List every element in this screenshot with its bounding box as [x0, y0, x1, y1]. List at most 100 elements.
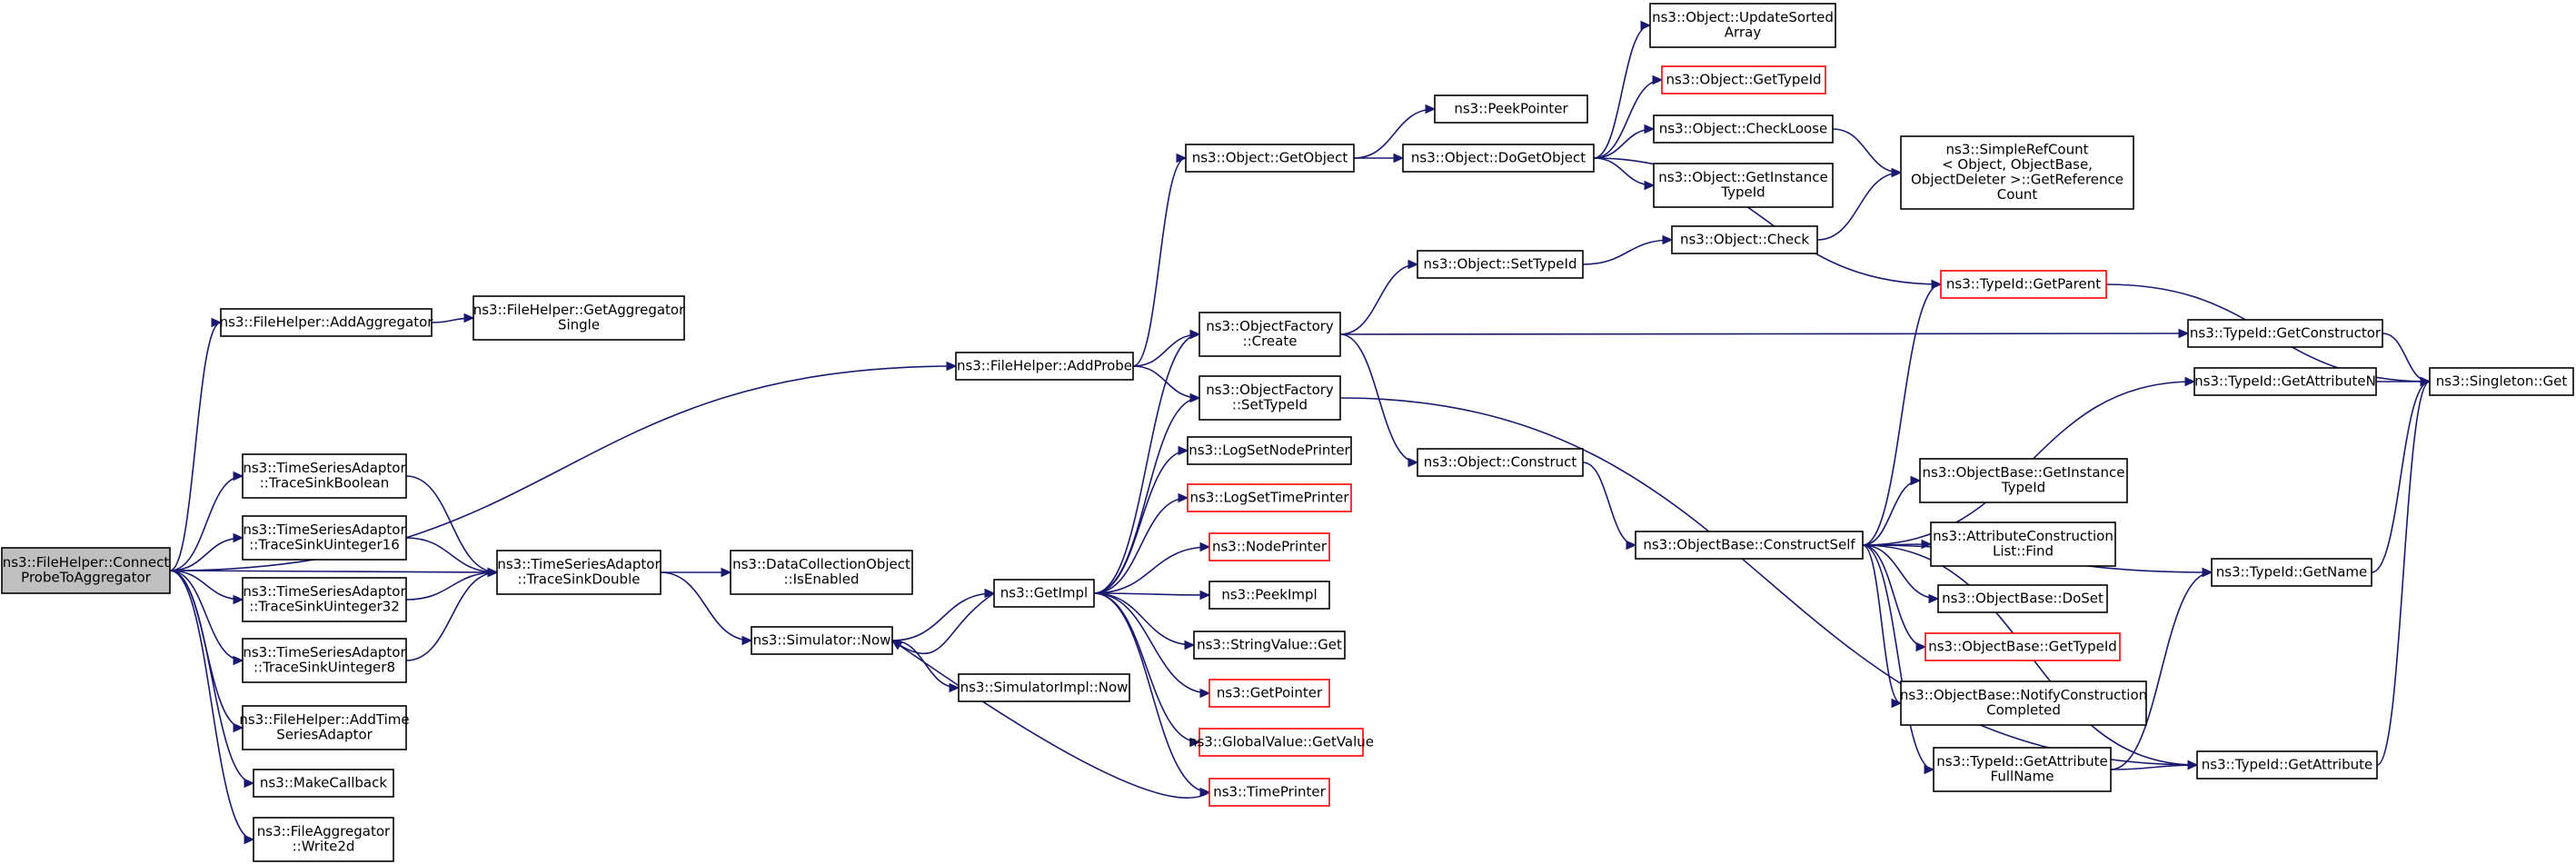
node-box	[1671, 225, 1818, 254]
node-label: ns3::MakeCallback	[260, 774, 387, 790]
node-objectbase-doset[interactable]: ns3::ObjectBase::DoSet	[1937, 584, 2108, 613]
node-datacollectionobject-isenabled[interactable]: ns3::DataCollectionObject::IsEnabled	[730, 550, 913, 595]
node-box	[1919, 458, 2128, 503]
arrowhead-icon	[487, 567, 499, 578]
edge-n0-n30	[169, 570, 498, 573]
arrowhead-icon	[1199, 590, 1211, 601]
node-filehelper-addaggregator[interactable]: ns3::FileHelper::AddAggregator	[220, 308, 434, 337]
node-makecallback[interactable]: ns3::MakeCallback	[253, 769, 394, 798]
node-label: ns3::Object::Check	[1680, 231, 1809, 247]
node-box	[1417, 250, 1584, 279]
node-simplerefcount-object-objectbase-objectdeleter-getreferencecount[interactable]: ns3::SimpleRefCount< Object, ObjectBase,…	[1900, 135, 2134, 210]
node-objectbase-constructself[interactable]: ns3::ObjectBase::ConstructSelf	[1635, 531, 1864, 560]
node-label: ns3::SimulatorImpl::Now	[960, 679, 1129, 695]
arrowhead-icon	[1931, 279, 1943, 290]
node-object-gettypeid[interactable]: ns3::Object::GetTypeId	[1661, 65, 1826, 94]
arrowhead-icon	[2178, 328, 2190, 339]
arrowhead-icon	[1662, 234, 1674, 245]
node-box	[1187, 436, 1352, 465]
node-object-checkloose[interactable]: ns3::Object::CheckLoose	[1653, 114, 1834, 144]
node-label: List::Find	[1993, 543, 2054, 560]
arrowhead-icon	[463, 313, 475, 323]
edge-n0-n49	[169, 570, 254, 840]
edge-n32-n20	[1093, 450, 1189, 594]
arrowhead-icon	[233, 722, 244, 733]
node-logsettimeprinter[interactable]: ns3::LogSetTimePrinter	[1187, 483, 1352, 512]
arrowhead-icon	[1652, 74, 1664, 85]
node-label: ns3::AttributeConstruction	[1933, 528, 2114, 544]
node-typeid-getattribute[interactable]: ns3::TypeId::GetAttribute	[2196, 750, 2378, 780]
node-box	[1930, 521, 2116, 567]
node-box	[1937, 584, 2108, 613]
node-object-dogetobject[interactable]: ns3::Object::DoGetObject	[1402, 144, 1595, 173]
node-label: ns3::Object::Construct	[1424, 453, 1577, 470]
node-label: ns3::Object::DoGetObject	[1411, 149, 1586, 165]
node-label: ns3::StringValue::Get	[1197, 636, 1342, 652]
node-label: ns3::SimpleRefCount	[1946, 142, 2089, 158]
edge-n12-n11	[1816, 172, 1902, 241]
node-logsetnodeprinter[interactable]: ns3::LogSetNodePrinter	[1187, 436, 1352, 465]
node-timeseriesadaptor-tracesinkboolean[interactable]: ns3::TimeSeriesAdaptor::TraceSinkBoolean	[242, 453, 407, 499]
node-stringvalue-get[interactable]: ns3::StringValue::Get	[1193, 631, 1346, 660]
node-objectbase-notifyconstructioncompleted[interactable]: ns3::ObjectBase::NotifyConstructionCompl…	[1900, 680, 2147, 726]
node-layer: ns3::FileHelper::ConnectProbeToAggregato…	[1, 3, 2574, 862]
node-label: Array	[1725, 25, 1762, 41]
node-label: ::TraceSinkDouble	[518, 571, 641, 588]
node-timeseriesadaptor-tracesinkuinteger16[interactable]: ns3::TimeSeriesAdaptor::TraceSinkUintege…	[242, 515, 407, 561]
node-filehelper-addprobe[interactable]: ns3::FileHelper::AddProbe	[955, 352, 1134, 381]
node-box	[2211, 558, 2372, 587]
node-objectbase-gettypeid[interactable]: ns3::ObjectBase::GetTypeId	[1925, 632, 2121, 661]
arrowhead-icon	[1915, 641, 1927, 652]
node-object-check[interactable]: ns3::Object::Check	[1671, 225, 1818, 254]
node-objectfactory-create[interactable]: ns3::ObjectFactory::Create	[1198, 312, 1341, 357]
node-box	[1402, 144, 1595, 173]
node-peekpointer[interactable]: ns3::PeekPointer	[1434, 94, 1588, 124]
node-getimpl[interactable]: ns3::GetImpl	[993, 579, 1095, 608]
node-object-construct[interactable]: ns3::Object::Construct	[1417, 448, 1584, 477]
node-typeid-getattributen[interactable]: ns3::TypeId::GetAttributeN	[2193, 367, 2377, 396]
node-globalvalue-getvalue[interactable]: ns3::GlobalValue::GetValue	[1189, 728, 1374, 757]
node-typeid-getconstructor[interactable]: ns3::TypeId::GetConstructor	[2187, 319, 2383, 348]
node-label: ns3::PeekImpl	[1221, 586, 1317, 602]
node-object-getobject[interactable]: ns3::Object::GetObject	[1185, 144, 1355, 173]
node-label: ns3::GetImpl	[1000, 584, 1088, 601]
node-timeprinter[interactable]: ns3::TimePrinter	[1208, 778, 1330, 807]
node-objectfactory-settypeid[interactable]: ns3::ObjectFactory::SetTypeId	[1198, 375, 1341, 421]
arrowhead-icon	[1640, 20, 1652, 31]
node-singleton-get[interactable]: ns3::Singleton::Get	[2429, 367, 2574, 396]
node-typeid-getparent[interactable]: ns3::TypeId::GetParent	[1940, 270, 2107, 299]
node-label: ns3::ObjectFactory	[1206, 382, 1334, 398]
node-label: ns3::PeekPointer	[1454, 100, 1568, 116]
node-simulatorimpl-now[interactable]: ns3::SimulatorImpl::Now	[958, 673, 1130, 702]
arrowhead-icon	[1199, 688, 1211, 699]
node-label: FullName	[1991, 769, 2054, 785]
node-box	[472, 295, 685, 341]
node-nodeprinter[interactable]: ns3::NodePrinter	[1208, 532, 1330, 561]
edge-n0-n29	[169, 537, 244, 571]
node-typeid-getname[interactable]: ns3::TypeId::GetName	[2211, 558, 2372, 587]
node-fileaggregator-write2d[interactable]: ns3::FileAggregator::Write2d	[253, 817, 394, 862]
node-simulator-now[interactable]: ns3::Simulator::Now	[751, 626, 893, 655]
node-peekimpl[interactable]: ns3::PeekImpl	[1208, 581, 1330, 610]
edge-n26-n34	[1862, 544, 1939, 600]
node-box	[1208, 679, 1330, 708]
edge-n18-n46	[1339, 397, 2198, 766]
node-label: ns3::GetPointer	[1217, 684, 1323, 700]
node-timeseriesadaptor-tracesinkuinteger32[interactable]: ns3::TimeSeriesAdaptor::TraceSinkUintege…	[242, 577, 407, 622]
node-filehelper-connectprobetoaggregator[interactable]: ns3::FileHelper::ConnectProbeToAggregato…	[1, 547, 171, 594]
node-label: ns3::ObjectBase::ConstructSelf	[1643, 536, 1855, 552]
node-timeseriesadaptor-tracesinkdouble[interactable]: ns3::TimeSeriesAdaptor::TraceSinkDouble	[496, 550, 661, 595]
arrowhead-icon	[1407, 259, 1419, 270]
node-timeseriesadaptor-tracesinkuinteger8[interactable]: ns3::TimeSeriesAdaptor::TraceSinkUintege…	[242, 638, 407, 683]
arrowhead-icon	[233, 471, 244, 482]
node-object-settypeid[interactable]: ns3::Object::SetTypeId	[1417, 250, 1584, 279]
node-label: ns3::TypeId::GetAttribute	[2202, 756, 2372, 772]
node-getpointer[interactable]: ns3::GetPointer	[1208, 679, 1330, 708]
